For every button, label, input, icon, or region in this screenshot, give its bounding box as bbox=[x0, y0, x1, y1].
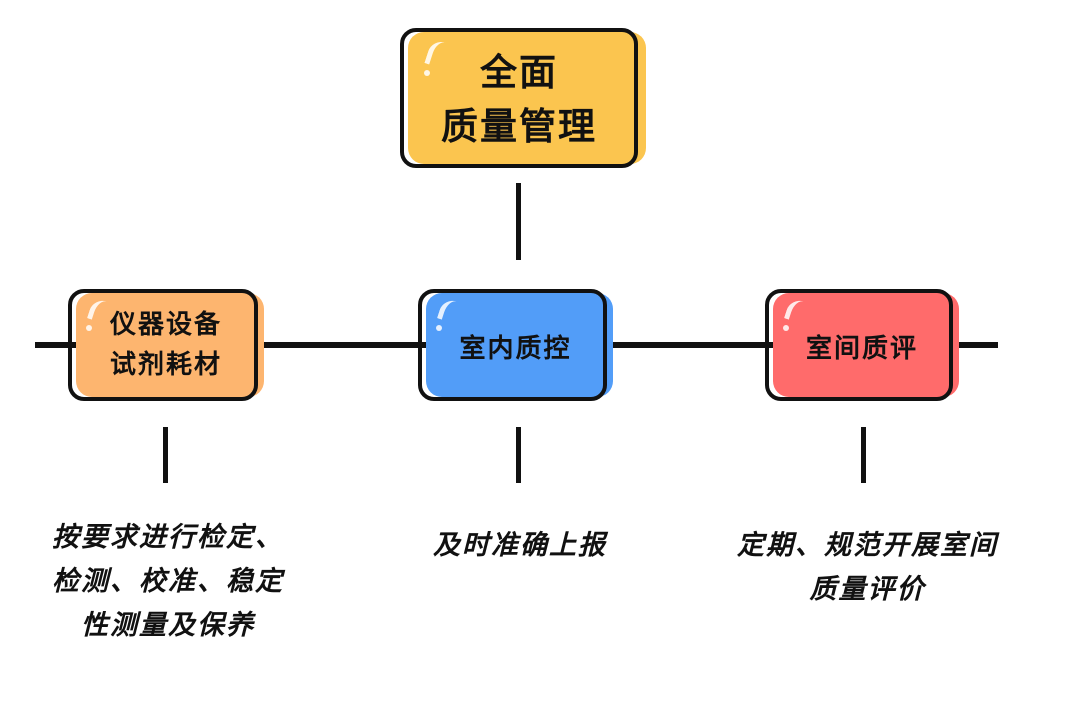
shine-dot-icon bbox=[86, 325, 92, 331]
equipment-description: 按要求进行检定、 检测、校准、稳定 性测量及保养 bbox=[18, 516, 318, 648]
root-node-label-line: 全面 bbox=[480, 51, 558, 94]
root-node-outline-gap bbox=[557, 24, 579, 28]
root-node-fill bbox=[408, 32, 646, 164]
node-equipment-label-line: 仪器设备 bbox=[109, 310, 222, 340]
equipment-description-line: 检测、校准、稳定 bbox=[52, 566, 284, 597]
node-external-qa-fill bbox=[773, 293, 959, 397]
root-node-outline-gap bbox=[517, 24, 531, 28]
node-external-qa-label-line: 室间质评 bbox=[805, 334, 918, 364]
node-equipment-label-line: 试剂耗材 bbox=[109, 350, 222, 380]
internal-qc-description: 及时准确上报 bbox=[390, 524, 650, 568]
node-external-quality-assessment: 室间质评 bbox=[765, 285, 959, 401]
shine-dot-icon bbox=[424, 70, 430, 76]
external-qa-description-connector bbox=[861, 427, 866, 483]
node-internal-qc-outline bbox=[418, 289, 607, 401]
node-external-qa-label: 室间质评 bbox=[765, 289, 953, 401]
node-equipment-label: 仪器设备 试剂耗材 bbox=[68, 289, 258, 401]
root-node-label-line: 质量管理 bbox=[441, 105, 597, 148]
shine-dot-icon bbox=[783, 325, 789, 331]
external-qa-description-line: 质量评价 bbox=[809, 574, 926, 605]
node-equipment-reagents: 仪器设备 试剂耗材 bbox=[68, 285, 264, 401]
shine-dot-icon bbox=[436, 325, 442, 331]
node-equipment-outline bbox=[68, 289, 258, 401]
node-internal-qc-fill bbox=[426, 293, 613, 397]
node-equipment-outline-gap bbox=[196, 285, 216, 289]
internal-qc-description-connector bbox=[516, 427, 521, 483]
root-node-label: 全面 质量管理 bbox=[400, 28, 638, 168]
node-internal-qc-outline-gap bbox=[546, 285, 566, 289]
node-internal-qc-label-line: 室内质控 bbox=[459, 334, 572, 364]
node-equipment-outline-gap bbox=[166, 285, 178, 289]
root-connector-line bbox=[516, 183, 521, 260]
root-node-total-quality-management: 全面 质量管理 bbox=[400, 24, 646, 168]
equipment-description-line: 按要求进行检定、 bbox=[52, 522, 284, 553]
internal-qc-description-line: 及时准确上报 bbox=[433, 530, 607, 561]
node-internal-qc-label: 室内质控 bbox=[418, 289, 607, 401]
node-equipment-fill bbox=[76, 293, 264, 397]
external-qa-description-line: 定期、规范开展室间 bbox=[737, 530, 998, 561]
external-qa-description: 定期、规范开展室间 质量评价 bbox=[700, 524, 1035, 612]
equipment-description-line: 性测量及保养 bbox=[81, 610, 255, 641]
node-internal-qc-outline-gap bbox=[516, 285, 528, 289]
root-node-outline bbox=[400, 28, 638, 168]
equipment-description-connector bbox=[163, 427, 168, 483]
node-external-qa-outline bbox=[765, 289, 953, 401]
node-internal-quality-control: 室内质控 bbox=[418, 285, 613, 401]
node-external-qa-outline-gap bbox=[891, 285, 911, 289]
node-external-qa-outline-gap bbox=[861, 285, 873, 289]
